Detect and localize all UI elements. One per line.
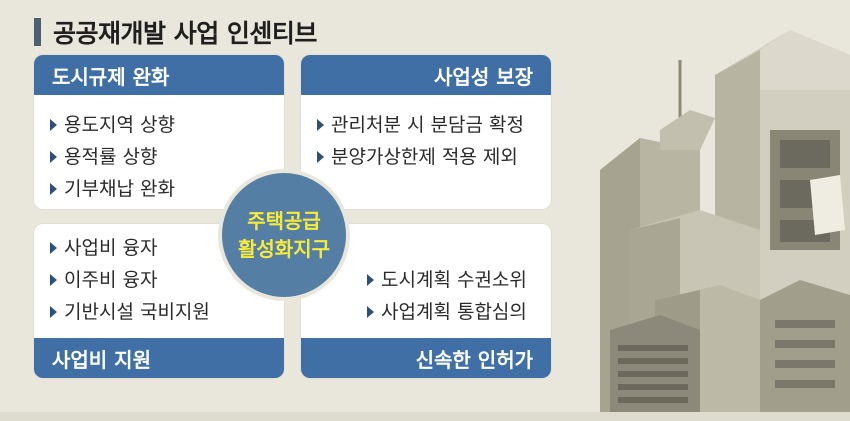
item-text: 분양가상한제 적용 제외 <box>331 146 518 168</box>
item-list: 관리처분 시 분담금 확정 분양가상한제 적용 제외 <box>317 109 524 173</box>
triangle-bullet-icon <box>50 151 57 163</box>
list-item: 분양가상한제 적용 제외 <box>317 141 524 173</box>
triangle-bullet-icon <box>317 119 324 131</box>
item-text: 기부채납 완화 <box>64 178 175 200</box>
triangle-bullet-icon <box>50 274 57 286</box>
triangle-bullet-icon <box>50 306 57 318</box>
title-bar-icon <box>34 18 41 46</box>
card-header: 신속한 인허가 <box>301 338 551 378</box>
item-text: 용적률 상향 <box>64 146 158 168</box>
item-list: 도시계획 수권소위 사업계획 통합심의 <box>367 264 527 328</box>
triangle-bullet-icon <box>367 274 374 286</box>
card-header: 사업비 지원 <box>34 338 284 378</box>
card-header: 사업성 보장 <box>301 55 551 95</box>
triangle-bullet-icon <box>50 183 57 195</box>
list-item: 도시계획 수권소위 <box>367 264 527 296</box>
item-text: 도시계획 수권소위 <box>381 269 527 291</box>
item-text: 관리처분 시 분담금 확정 <box>331 114 524 136</box>
list-item: 기부채납 완화 <box>50 173 175 205</box>
card-header: 도시규제 완화 <box>34 55 284 95</box>
item-text: 사업계획 통합심의 <box>381 301 527 323</box>
card-business-guarantee: 사업성 보장 관리처분 시 분담금 확정 분양가상한제 적용 제외 <box>301 55 551 209</box>
list-item: 기반시설 국비지원 <box>50 296 210 328</box>
list-item: 관리처분 시 분담금 확정 <box>317 109 524 141</box>
triangle-bullet-icon <box>317 151 324 163</box>
list-item: 사업비 융자 <box>50 232 210 264</box>
triangle-bullet-icon <box>50 242 57 254</box>
title-area: 공공재개발 사업 인센티브 <box>34 14 317 50</box>
triangle-bullet-icon <box>367 306 374 318</box>
item-text: 용도지역 상향 <box>64 114 175 136</box>
center-label-line1: 주택공급 <box>247 209 321 233</box>
item-text: 이주비 융자 <box>64 269 158 291</box>
center-circle: 주택공급 활성화지구 <box>218 169 350 301</box>
item-list: 사업비 융자 이주비 융자 기반시설 국비지원 <box>50 232 210 328</box>
item-list: 용도지역 상향 용적률 상향 기부채납 완화 <box>50 109 175 205</box>
item-text: 사업비 융자 <box>64 237 158 259</box>
list-item: 용도지역 상향 <box>50 109 175 141</box>
center-label-line2: 활성화지구 <box>238 237 330 261</box>
item-text: 기반시설 국비지원 <box>64 301 210 323</box>
card-urban-regulation: 도시규제 완화 용도지역 상향 용적률 상향 기부채납 완화 <box>34 55 284 209</box>
list-item: 용적률 상향 <box>50 141 175 173</box>
list-item: 이주비 융자 <box>50 264 210 296</box>
triangle-bullet-icon <box>50 119 57 131</box>
list-item: 사업계획 통합심의 <box>367 296 527 328</box>
page-title: 공공재개발 사업 인센티브 <box>53 19 317 48</box>
